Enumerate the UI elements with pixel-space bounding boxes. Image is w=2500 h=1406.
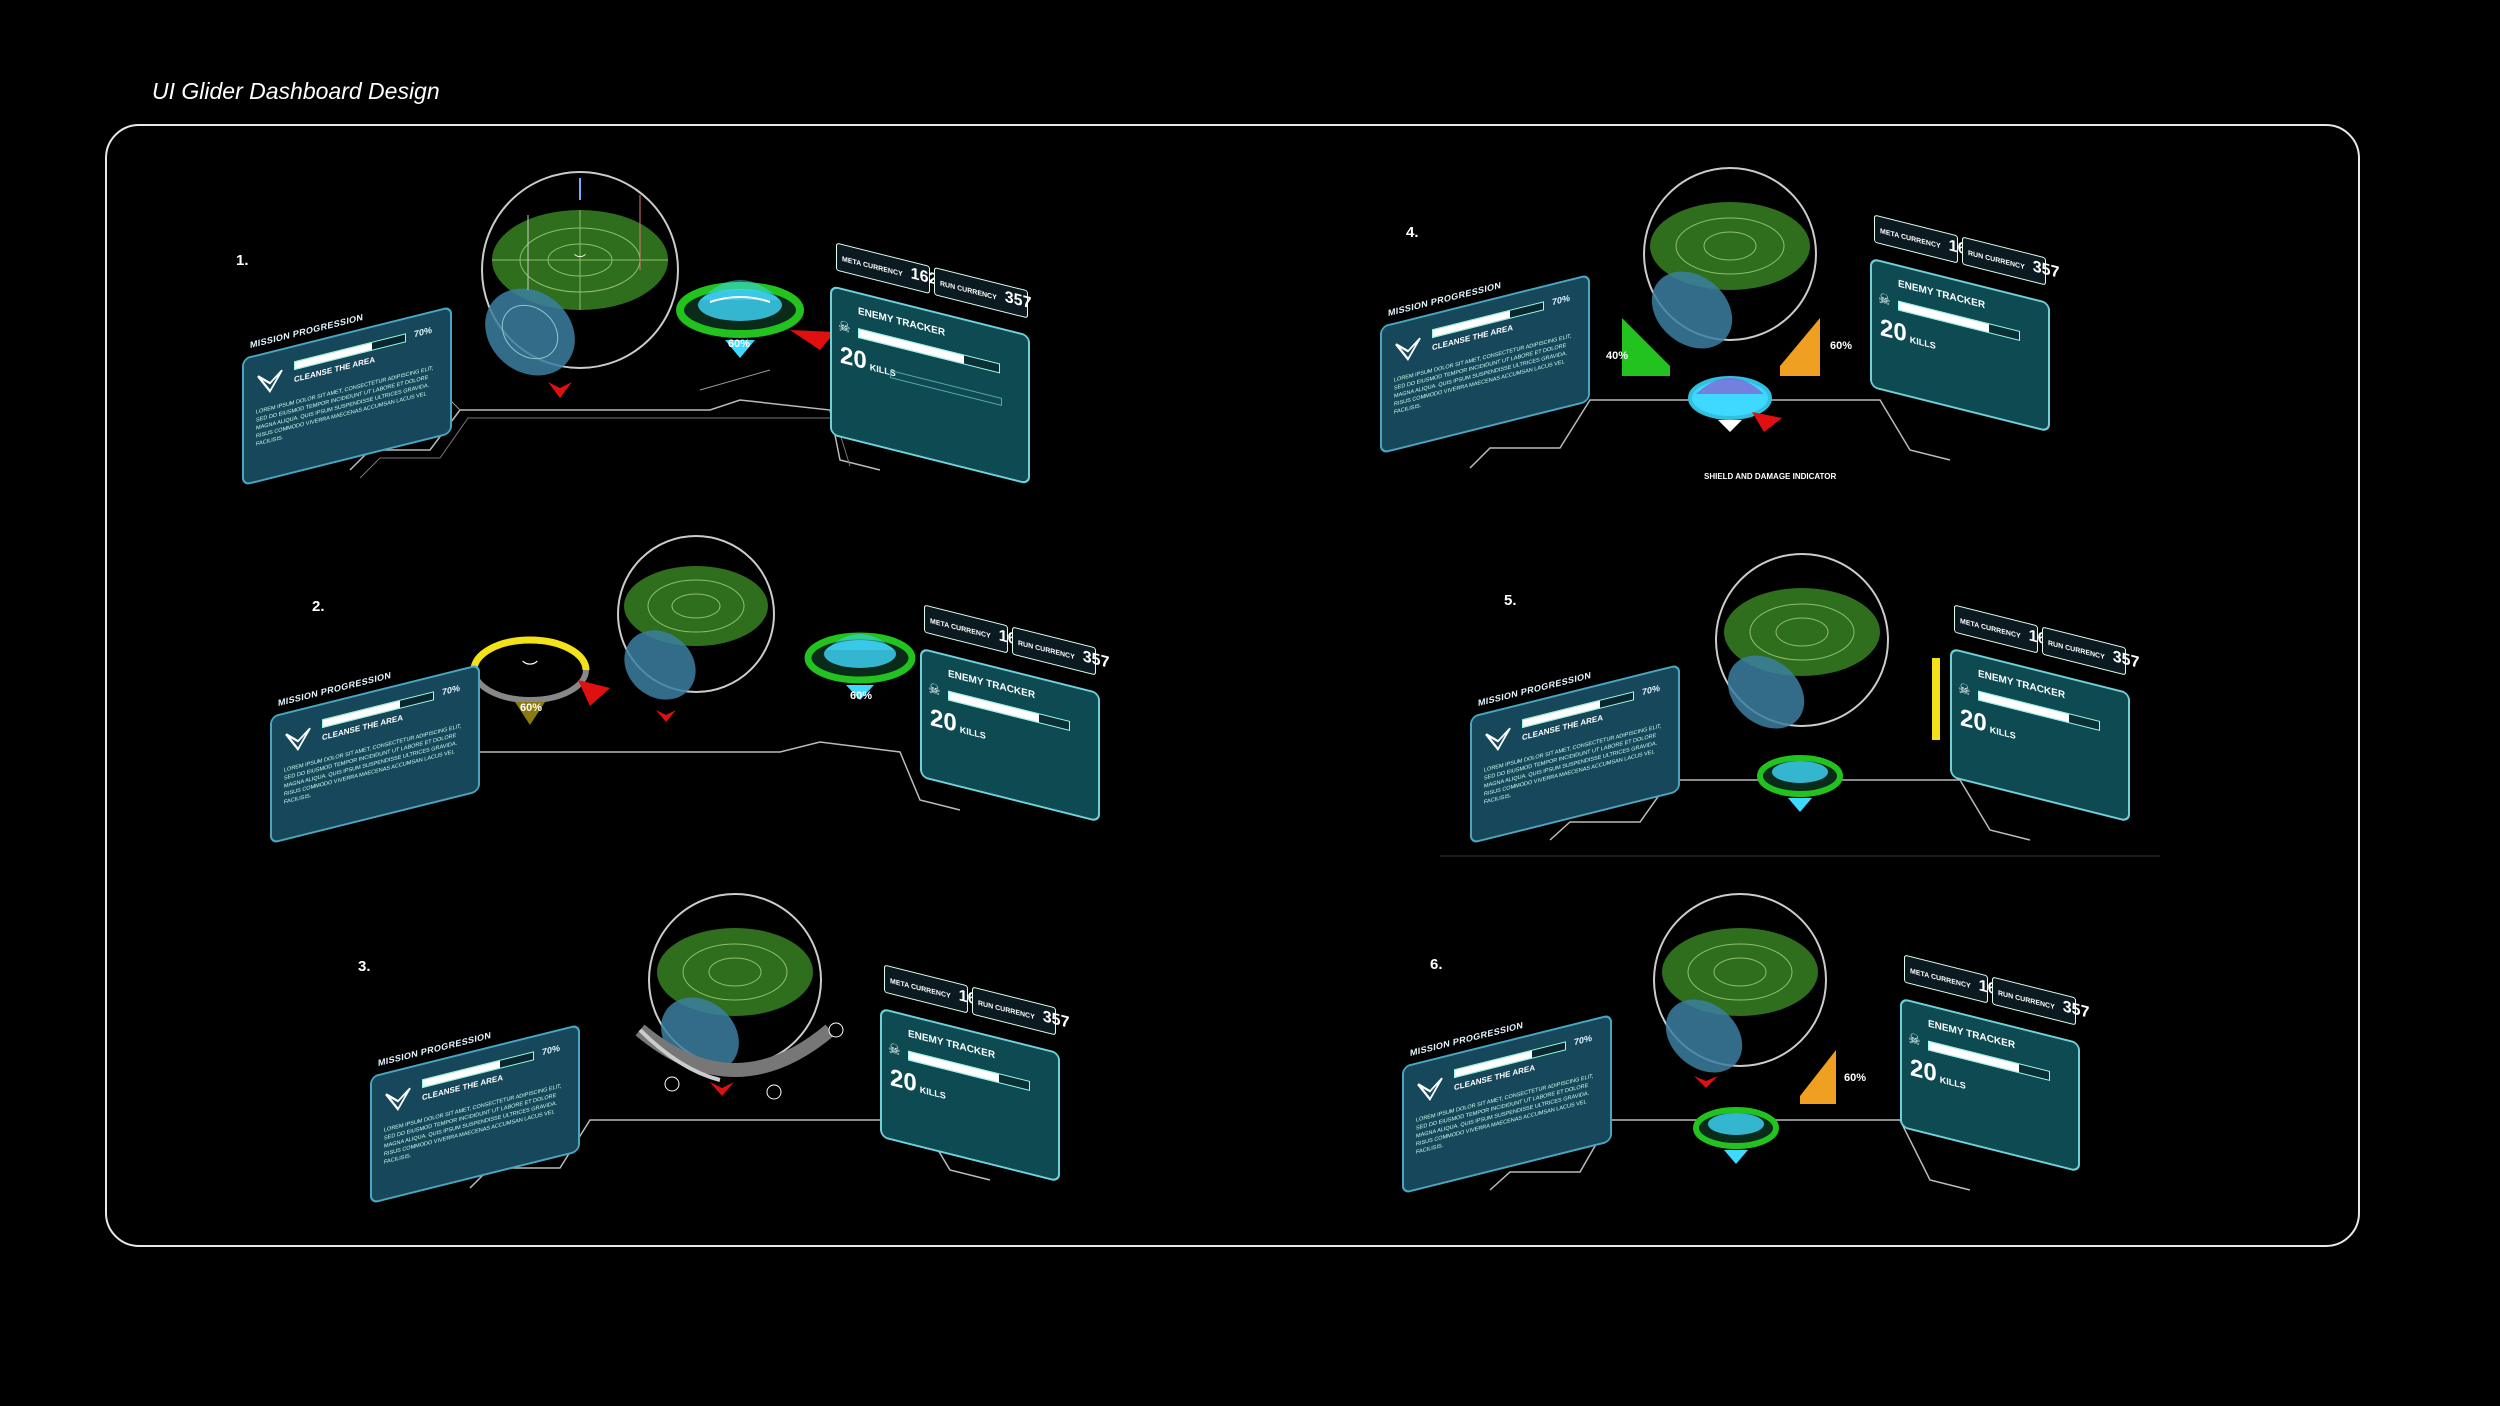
mission-panel: MISSION PROGRESSION 70% CLEANSE THE AREA… [242, 305, 452, 487]
glider-logo-icon [1485, 727, 1511, 752]
cockpit-frame: ︶ [349, 171, 881, 479]
radar-globe [1715, 553, 1889, 727]
shield-gauge [676, 280, 835, 358]
variant-6: 6. 60% MISSION PROGRESSION 70% CLEANSE T… [1380, 890, 2140, 1210]
alert-arrow [656, 710, 676, 722]
radar-globe [1643, 167, 1817, 341]
mission-panel: MISSION PROGRESSION 70% CLEANSE THE AREA… [1402, 1013, 1612, 1195]
glider-logo-icon [285, 727, 311, 752]
glider-logo-icon [1395, 337, 1421, 362]
shield-percentage: 60% [850, 690, 873, 702]
shield-gauge [1693, 1107, 1779, 1164]
right-gauge-percentage: 60% [1844, 1072, 1867, 1084]
shield-gauge [1688, 376, 1782, 432]
dashboard-frame [105, 124, 2360, 1247]
variant-4: 4. 40% 60% SHIELD AND DAMAGE INDICATOR M… [1360, 150, 2120, 500]
radar-sector [1651, 271, 1733, 349]
lightning-icon [828, 1022, 844, 1038]
shield-percentage: 60% [728, 338, 751, 350]
heart-icon [664, 1076, 680, 1092]
variant-number: 1. [236, 252, 249, 269]
mission-panel: MISSION PROGRESSION 70% CLEANSE THE AREA… [270, 663, 480, 845]
left-gauge [1622, 318, 1670, 376]
damage-indicator [578, 680, 610, 706]
right-gauge [1780, 318, 1820, 376]
shield-gauge [804, 632, 916, 700]
right-gauge [1932, 658, 1940, 740]
radar-globe [481, 171, 679, 369]
damage-indicator [790, 330, 835, 350]
page-title: UI Glider Dashboard Design [152, 78, 440, 104]
variant-number: 6. [1430, 956, 1443, 973]
variant-number: 5. [1504, 592, 1517, 609]
alert-arrow [548, 382, 572, 398]
skull-icon: ☠ [1958, 679, 1971, 699]
shield-caption: SHIELD AND DAMAGE INDICATOR [1704, 472, 1837, 481]
variant-2: 2. ︶ 60% 60% MISSION PROGRESSION 70% C [260, 530, 1140, 845]
variant-3: 3. MISSION PROGRESSION 70% CLEANSE THE A… [340, 870, 1120, 1205]
damage-indicator [1752, 412, 1782, 432]
mission-panel: MISSION PROGRESSION 70% CLEANSE THE AREA… [1470, 663, 1680, 845]
skull-icon: ☠ [1908, 1029, 1921, 1049]
radar-disc [1724, 588, 1880, 676]
skull-icon: ☠ [838, 317, 851, 337]
skull-icon: ☠ [928, 679, 941, 699]
cockpit-frame: ︶ [329, 535, 961, 819]
radar-globe [1653, 893, 1827, 1067]
shield-arc [635, 1024, 835, 1077]
shield-icon [766, 1084, 782, 1100]
variant-5: 5. MISSION PROGRESSION 70% CLEANSE THE A… [1440, 540, 2180, 860]
radar-disc [1662, 928, 1818, 1016]
variant-number: 4. [1406, 224, 1419, 241]
cockpit-frame [1469, 167, 1951, 469]
radar-disc [624, 566, 768, 646]
bird-icon: ︶ [522, 660, 538, 678]
cockpit-frame [1489, 893, 1971, 1191]
glider-logo-icon [257, 369, 283, 394]
radar-globe [617, 535, 775, 693]
skull-icon: ☠ [1878, 289, 1891, 309]
shield-gauge [1757, 755, 1843, 812]
yellow-gauge-percentage: 60% [520, 702, 543, 714]
variant-1: 1. ︶ 60% MISSION PROGRESSI [230, 160, 1090, 530]
left-gauge-percentage: 40% [1606, 350, 1629, 362]
mission-panel: MISSION PROGRESSION 70% CLEANSE THE AREA… [370, 1023, 580, 1205]
radar-sector [1727, 655, 1805, 729]
skull-icon: ☠ [888, 1039, 901, 1059]
mission-panel: MISSION PROGRESSION 70% CLEANSE THE AREA… [1380, 273, 1590, 455]
radar-disc [657, 928, 813, 1016]
right-gauge [1800, 1050, 1836, 1104]
right-gauge-percentage: 60% [1830, 340, 1853, 352]
glider-logo-icon [1417, 1077, 1443, 1102]
radar-sector [624, 630, 696, 700]
radar-disc [1650, 202, 1810, 290]
variant-number: 3. [358, 958, 371, 975]
variant-number: 2. [312, 598, 325, 615]
alert-arrow [1694, 1076, 1718, 1088]
cockpit-frame [469, 893, 991, 1189]
alert-arrow [710, 1082, 734, 1096]
radar-sector [485, 288, 575, 376]
glider-logo-icon [385, 1087, 411, 1112]
bird-icon: ︶ [574, 253, 586, 267]
cockpit-frame [1440, 553, 2160, 857]
radar-sector [1665, 999, 1743, 1073]
